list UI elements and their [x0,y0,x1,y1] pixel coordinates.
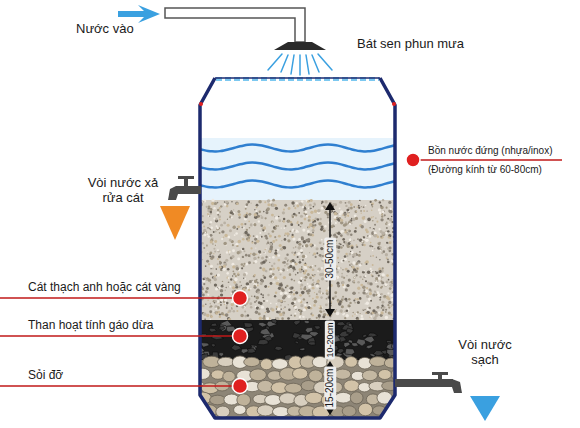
tank-mark [199,102,203,106]
gravel-label: Sỏi đỡ [28,369,63,383]
water-body [195,138,400,200]
sand-grains [197,199,400,322]
charcoal-layer [195,320,400,360]
inlet-arrow [118,5,160,23]
leader-lines [0,160,562,386]
shower-head [274,42,326,50]
charcoal-pieces [191,320,404,362]
inlet-label: Nước vào [76,22,134,37]
flush-arrow [160,206,190,240]
flush-tap [168,176,201,200]
gravel-layer [195,360,400,420]
clean-arrow [470,396,500,421]
charcoal-label: Than hoạt tính gáo dừa [28,319,153,333]
clean-tap-label: Vòi nước sạch [450,338,520,368]
tank-label: Bồn nước đứng (nhựa/inox) [428,145,552,157]
dimension-arrowheads [325,202,335,415]
flush-tap-label: Vòi nước xả rửa cát [86,176,160,206]
diameter-note: (Đường kính từ 60-80cm) [428,164,542,176]
tank-rim [215,77,380,79]
filter-layers [187,199,409,420]
shower-label: Bát sen phun mưa [357,37,464,52]
dimension-label: 30-50cm [324,238,336,281]
water-spray [268,54,332,75]
wave-line [196,181,400,188]
tank-top [216,77,379,81]
sand-layer [195,200,400,320]
gravel-stones [187,356,409,418]
wave-line [196,145,400,152]
tank-outline [200,78,395,418]
tank-mark [392,102,396,106]
dimension-label: 10-20cm [325,320,335,359]
clean-tap [395,372,462,393]
leader-dots [233,153,421,394]
water-waves [196,145,400,188]
sand-label: Cát thạch anh hoặc cát vàng [28,281,181,295]
wave-line [196,163,400,170]
inlet-pipe [165,8,305,42]
dimension-label: 15-20cm [324,367,336,410]
